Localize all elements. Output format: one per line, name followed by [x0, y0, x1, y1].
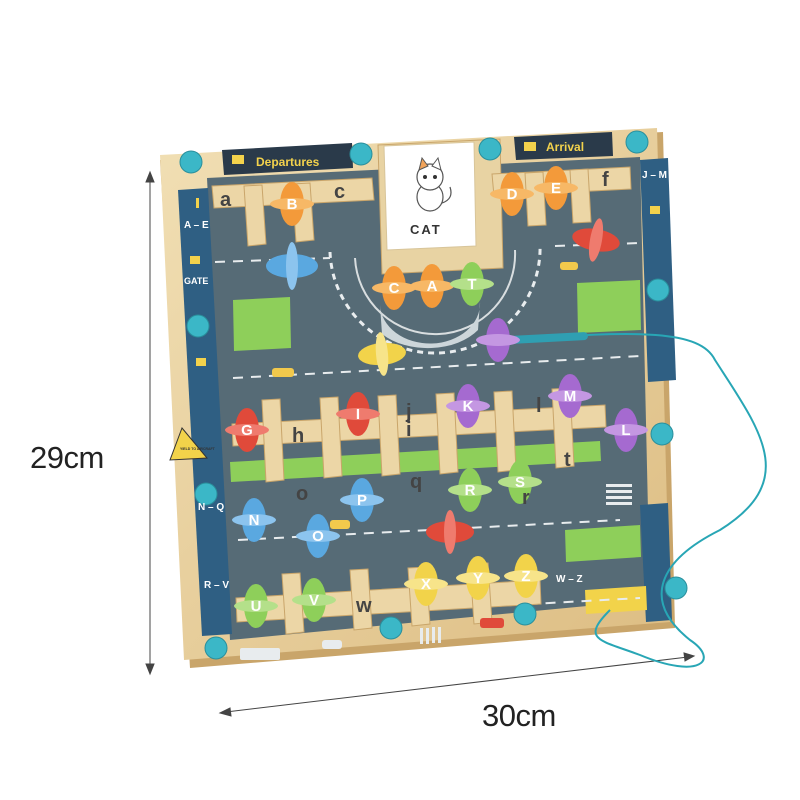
plane-free-red — [572, 218, 620, 262]
svg-text:S: S — [515, 474, 525, 491]
plane-S: S — [498, 460, 542, 504]
crosswalks — [420, 484, 632, 644]
svg-text:X: X — [421, 576, 431, 593]
word-card-text: CAT — [410, 222, 442, 237]
svg-text:V: V — [309, 592, 319, 609]
toy-cars — [240, 262, 578, 660]
arrival-sign: Arrival — [546, 140, 584, 154]
svg-text:T: T — [467, 276, 476, 293]
plane-A: A — [410, 264, 454, 308]
svg-text:M: M — [564, 388, 577, 405]
departures-sign: Departures — [256, 155, 320, 169]
svg-text:Z: Z — [521, 568, 530, 585]
plane-V: V — [292, 578, 336, 622]
plane-Y: Y — [456, 556, 500, 600]
svg-text:A: A — [427, 278, 438, 295]
track-letter-q: q — [410, 471, 422, 493]
plane-C: C — [372, 266, 416, 310]
svg-text:U: U — [251, 598, 262, 615]
magnetic-stylus[interactable] — [508, 332, 588, 344]
plane-D: D — [490, 172, 534, 216]
track-letter-j: j — [405, 401, 412, 423]
plane-O: O — [296, 514, 340, 558]
plane-P: P — [340, 478, 384, 522]
board-labels: Departures Arrival CAT A – E GATE N – Q … — [169, 140, 667, 617]
plane-R: R — [448, 468, 492, 512]
airplane-icon-left-top — [190, 256, 200, 264]
track-letter-i: i — [406, 419, 412, 441]
track-letter-t: t — [564, 449, 571, 471]
track-letter-o: o — [296, 483, 308, 505]
plane-M: M — [548, 374, 592, 418]
plane-L: L — [604, 408, 648, 452]
svg-text:G: G — [241, 422, 253, 439]
yield-warning-sign: YIELD TO AIRCRAFT — [169, 427, 216, 461]
track-letter-r: r — [522, 487, 530, 509]
plane-K: K — [446, 384, 490, 428]
right-panel-section2: W – Z — [556, 574, 583, 585]
svg-text:L: L — [621, 422, 630, 439]
left-sign-panel — [178, 188, 232, 636]
plane-N: N — [232, 498, 276, 542]
height-dimension-label: 29cm — [30, 440, 104, 475]
plane-I: I — [336, 392, 380, 436]
stylus-string — [509, 333, 767, 668]
terminal-semicircle — [328, 243, 542, 355]
plane-E: E — [534, 166, 578, 210]
arrival-plane-icon — [524, 142, 536, 151]
plane-free-blue — [266, 242, 318, 290]
right-sign-panel — [640, 158, 676, 622]
width-dimension-label: 30cm — [482, 698, 556, 733]
track-letter-w: w — [355, 595, 372, 617]
svg-text:K: K — [463, 398, 474, 415]
plane-T: T — [450, 262, 494, 306]
plane-Z: Z — [504, 554, 548, 598]
left-panel-section1-sub: GATE — [184, 276, 208, 286]
height-dimension-arrow — [145, 170, 155, 676]
track-letter-c: c — [334, 181, 345, 203]
track-letter-a: a — [220, 189, 232, 211]
left-panel-section1: A – E — [184, 220, 209, 231]
svg-text:B: B — [287, 196, 298, 213]
track-letter-f: f — [602, 169, 609, 191]
svg-text:N: N — [249, 512, 260, 529]
track-letter-l: l — [536, 395, 542, 417]
left-panel-section3: R – V — [204, 580, 229, 591]
track-letter-h: h — [292, 425, 304, 447]
svg-text:C: C — [389, 280, 400, 297]
svg-text:R: R — [465, 482, 476, 499]
plane-J-purple — [476, 318, 520, 362]
plane-G: G — [225, 408, 269, 452]
word-card-holder — [377, 138, 504, 275]
airplane-icon-right — [650, 206, 660, 214]
departures-plane-icon — [232, 155, 244, 164]
plane-U: U — [234, 584, 278, 628]
svg-text:P: P — [357, 492, 367, 509]
svg-text:I: I — [356, 406, 360, 423]
svg-text:E: E — [551, 180, 561, 197]
width-dimension-arrow — [218, 652, 696, 717]
top-sign-strip — [222, 132, 613, 175]
letter-planes[interactable]: B D E C A T G I K M L N O P R S U — [225, 166, 648, 628]
plane-X: X — [404, 562, 448, 606]
left-panel-section2: N – Q — [198, 502, 224, 513]
svg-text:YIELD TO AIRCRAFT: YIELD TO AIRCRAFT — [180, 447, 216, 451]
svg-text:D: D — [507, 186, 518, 203]
corner-pegs — [179, 130, 688, 660]
plane-H — [426, 510, 474, 554]
airplane-icon-left-mid — [196, 358, 206, 366]
plane-free-yellow — [358, 332, 406, 376]
svg-text:Y: Y — [473, 570, 483, 587]
right-panel-section1: J – M — [642, 170, 667, 181]
svg-text:O: O — [312, 528, 324, 545]
plane-B: B — [270, 182, 314, 226]
cat-illustration — [416, 156, 452, 212]
